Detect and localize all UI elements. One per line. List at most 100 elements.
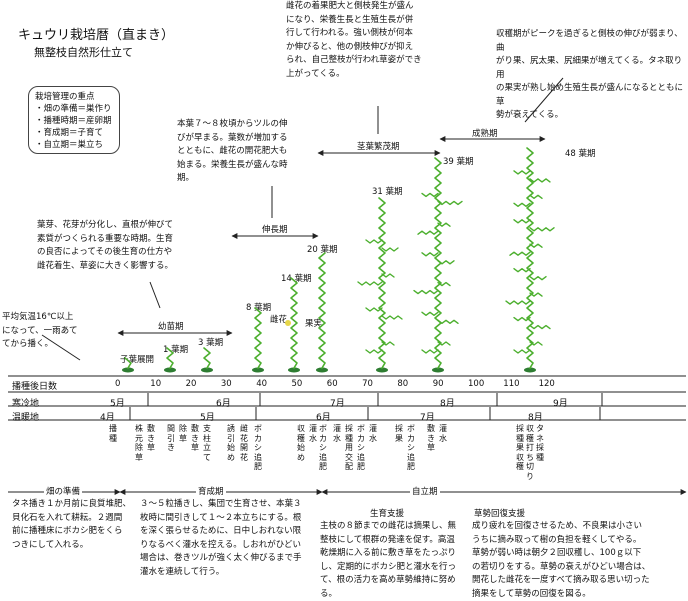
female-flower-mark bbox=[285, 320, 291, 326]
plant-branch bbox=[529, 227, 555, 232]
label-fruit: 果実 bbox=[305, 319, 323, 329]
cold-month-5: 5月 bbox=[110, 399, 125, 409]
plant-branch bbox=[365, 239, 383, 244]
plant-branch bbox=[381, 341, 395, 346]
axis-tick: 10 bbox=[150, 379, 162, 389]
plant-branch bbox=[437, 222, 451, 227]
task-label: 敷き草 bbox=[191, 424, 199, 452]
plant-branch bbox=[513, 219, 531, 224]
task-label: 灌水 bbox=[439, 424, 447, 443]
axis-tick: 50 bbox=[291, 379, 303, 389]
plant-branch bbox=[529, 194, 543, 200]
plant-base bbox=[201, 367, 213, 373]
plant-branch bbox=[421, 192, 439, 198]
label-leaf3: 3 葉期 bbox=[198, 338, 224, 348]
bottom-prep-text: タネ播き１か月前に良質堆肥、 貝化石を入れて耕耘。２週間 前に播種床にボカシ肥を… bbox=[12, 499, 132, 550]
task-label: 採種果収穫 bbox=[516, 424, 524, 471]
task-label: 灌水 bbox=[309, 424, 317, 443]
plant-branch bbox=[381, 315, 403, 320]
axis-tick: 110 bbox=[503, 379, 520, 389]
plant-branch bbox=[365, 349, 383, 354]
label-female-flower: 雌花 bbox=[270, 315, 288, 325]
plant-branch bbox=[513, 316, 531, 322]
axis-tick: 100 bbox=[468, 379, 485, 389]
plant-base bbox=[288, 367, 300, 373]
plant-branch bbox=[513, 170, 531, 175]
axis-tick: 30 bbox=[220, 379, 232, 389]
plant-branch bbox=[437, 281, 451, 287]
task-label: 灌水 bbox=[333, 424, 341, 443]
plant-stem bbox=[526, 147, 534, 369]
plant-branch bbox=[513, 202, 531, 208]
plant-base bbox=[252, 367, 264, 373]
warm-month-5: 5月 bbox=[200, 413, 215, 423]
plant-branch bbox=[513, 267, 531, 273]
task-label: ボカシ追肥 bbox=[319, 424, 327, 471]
plant-base bbox=[122, 367, 134, 373]
plant-stem bbox=[290, 277, 298, 369]
plant-base bbox=[524, 367, 536, 373]
plant-stem bbox=[318, 252, 326, 369]
cold-month-9: 9月 bbox=[553, 399, 568, 409]
task-label: 雌花開花 bbox=[240, 424, 248, 462]
plant-base bbox=[316, 367, 328, 373]
cold-month-6: 6月 bbox=[216, 399, 231, 409]
stage-young-label: 幼苗期 bbox=[158, 322, 184, 332]
plant-base bbox=[164, 367, 176, 373]
task-label: ボカシ追肥 bbox=[407, 424, 415, 471]
cold-label: 寒冷地 bbox=[12, 399, 40, 409]
plant-branch bbox=[421, 252, 439, 257]
management-box: 栽培管理の重点 ・畑の準備＝巣作り ・播種時期＝産卵期 ・育成期＝子育て ・自立… bbox=[28, 86, 120, 154]
label-leaf39: 39 葉期 bbox=[443, 157, 474, 167]
axis-tick: 20 bbox=[185, 379, 197, 389]
note-flourish: 雌花の着果肥大と側枝発生が盛ん になり、栄養生長と生殖生長が併 行して行われる。… bbox=[286, 1, 422, 79]
plant-base bbox=[376, 367, 388, 373]
plant-branch bbox=[529, 275, 547, 281]
task-label: 敷き草 bbox=[427, 424, 435, 452]
axis-tick: 60 bbox=[326, 379, 338, 389]
warm-month-6: 6月 bbox=[316, 413, 331, 423]
note-harvest: 収穫期がピークを過ぎると側枝の伸びが弱まり、曲 がり果、尻太果、尻細果が増えてく… bbox=[496, 29, 684, 120]
plant-branch bbox=[509, 251, 531, 256]
plant-stem bbox=[254, 307, 262, 369]
stage-mature-label: 成熟期 bbox=[472, 129, 498, 139]
management-item: ・畑の準備＝巣作り bbox=[35, 104, 112, 114]
label-leaf20: 20 葉期 bbox=[307, 245, 338, 255]
plant-branch bbox=[381, 247, 399, 252]
plant-branch bbox=[365, 307, 383, 312]
warm-month-4: 4月 bbox=[100, 413, 115, 423]
task-label: 播種 bbox=[109, 424, 117, 443]
task-label: 間引き bbox=[167, 424, 175, 452]
callout-temperature bbox=[41, 334, 81, 361]
task-label: 採果 bbox=[395, 424, 403, 443]
task-label: ボカシ追肥 bbox=[357, 424, 365, 471]
task-label: 敷き草 bbox=[147, 424, 155, 452]
task-label: タネ採種 bbox=[536, 424, 544, 462]
task-label: 支柱立て bbox=[203, 424, 211, 462]
task-label: 株元除草 bbox=[135, 424, 143, 462]
warm-label: 温暖地 bbox=[12, 413, 40, 423]
bottom-growth-text: ３～５粒播きし、集団で生育させ、本葉３ 枚時に間引きして１～２本立ちにする。根 … bbox=[140, 499, 302, 577]
task-label: ボカシ追肥 bbox=[254, 424, 262, 471]
plant-branch bbox=[529, 341, 543, 346]
plant-branch bbox=[513, 349, 531, 354]
task-label: 誘引始め bbox=[227, 424, 235, 462]
label-leaf31: 31 葉期 bbox=[372, 187, 403, 197]
plant-branch bbox=[381, 273, 395, 278]
plant-stem bbox=[378, 197, 386, 369]
vigor-title: 草勢回復支援 bbox=[474, 509, 526, 519]
page-title: キュウリ栽培暦（直まき） bbox=[18, 28, 175, 43]
bottom-vigor-text: 成り疲れを回復させるため、不良果は小さい うちに摘み取って樹の負担を軽くしてやる… bbox=[472, 521, 651, 599]
plant-base bbox=[432, 367, 444, 373]
period-growth-label: 育成期 bbox=[196, 485, 226, 497]
warm-month-8: 8月 bbox=[528, 413, 543, 423]
plant-branch bbox=[529, 243, 543, 248]
plant-branch bbox=[437, 319, 459, 324]
note-seedling: 葉芽、花芽が分化し、直根が伸びて 素質がつくられる重要な時期。生育 の良否によっ… bbox=[37, 220, 174, 271]
warm-month-7: 7月 bbox=[420, 413, 435, 423]
bottom-support-text: 主枝の８節までの雌花は摘果し、無 整枝にして根群の発達を促す。高温 乾燥期に入る… bbox=[320, 521, 457, 599]
axis-tick: 120 bbox=[538, 379, 555, 389]
axis-label: 播種後日数 bbox=[12, 382, 58, 392]
plant-branch bbox=[505, 300, 531, 305]
plant-branch bbox=[421, 349, 439, 354]
